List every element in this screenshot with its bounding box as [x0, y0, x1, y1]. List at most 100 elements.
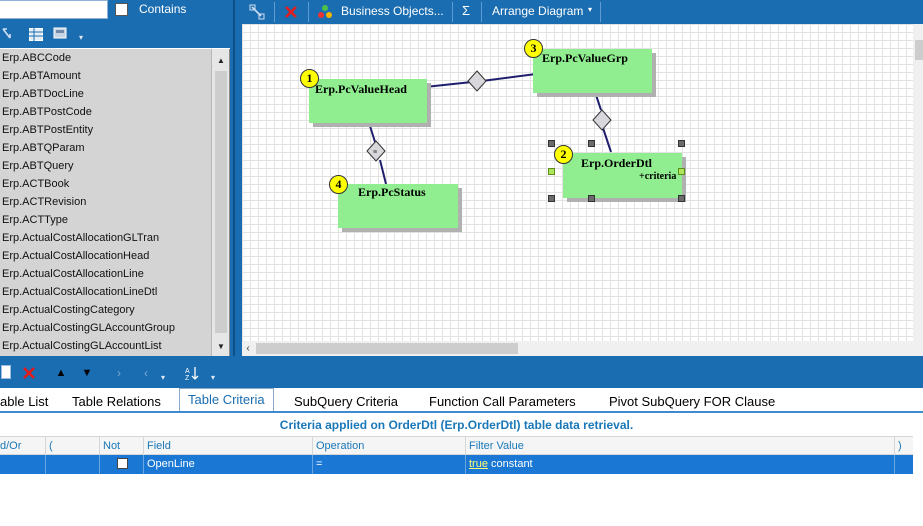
scroll-thumb[interactable]	[215, 71, 227, 333]
entity-pcvaluehead[interactable]: Erp.PcValueHead	[309, 79, 427, 123]
list-item[interactable]: Erp.ABTPostCode	[2, 106, 92, 118]
tab-function-call-parameters[interactable]: Function Call Parameters	[429, 394, 576, 409]
cell-open-paren[interactable]	[45, 455, 99, 474]
list-item[interactable]: Erp.ACTRevision	[2, 196, 87, 208]
diagram-toolbar: Business Objects... Σ Arrange Diagram ▾	[238, 0, 923, 24]
diagram-vertical-scrollbar[interactable]	[913, 24, 923, 341]
outdent-icon[interactable]: ‹	[144, 366, 148, 380]
list-item[interactable]: Erp.ABTQParam	[2, 142, 85, 154]
resize-handle[interactable]	[678, 195, 685, 202]
list-item[interactable]: Erp.ACTType	[2, 214, 69, 226]
criteria-tag: +criteria	[639, 171, 677, 182]
scroll-thumb[interactable]	[915, 40, 923, 60]
list-item[interactable]: Erp.ABTAmount	[2, 70, 81, 82]
move-up-icon[interactable]: ▲	[55, 367, 67, 379]
cell-andor[interactable]	[0, 455, 45, 474]
cell-operation[interactable]: =	[312, 455, 465, 474]
toolbar-separator	[308, 2, 309, 22]
entity-pcvaluegrp[interactable]: Erp.PcValueGrp	[533, 49, 652, 93]
cell-not[interactable]	[99, 455, 143, 474]
list-item[interactable]: Erp.ABTPostEntity	[2, 124, 94, 136]
table-list-scrollbar[interactable]: ▲ ▼	[211, 49, 229, 356]
list-item[interactable]: Erp.ActualCostAllocationHead	[2, 250, 150, 262]
panel-splitter[interactable]	[230, 0, 238, 356]
list-item[interactable]: Erp.ACTBook	[2, 178, 70, 190]
chevron-down-icon[interactable]: ▾	[210, 372, 215, 382]
entity-badge: 4	[329, 175, 348, 194]
svg-text:Z: Z	[185, 375, 190, 381]
table-row[interactable]: OpenLine = true constant	[0, 455, 913, 474]
list-item[interactable]: Erp.ActualCostAllocationLineDtl	[2, 286, 158, 298]
tab-table-criteria[interactable]: Table Criteria	[179, 388, 274, 413]
column-header-open-paren[interactable]: (	[45, 437, 99, 454]
resize-handle[interactable]	[678, 168, 685, 175]
resize-handle[interactable]	[548, 168, 555, 175]
arrange-diagram-button[interactable]: Arrange Diagram	[492, 4, 584, 18]
tab-table-list[interactable]: able List	[0, 394, 49, 409]
entity-badge: 2	[554, 145, 573, 164]
diagram-horizontal-scrollbar[interactable]: ‹	[238, 341, 923, 356]
indent-icon[interactable]: ›	[117, 366, 121, 380]
tab-pivot-subquery-for-clause[interactable]: Pivot SubQuery FOR Clause	[609, 394, 776, 409]
relation-diamond[interactable]	[592, 109, 612, 131]
toolbar-separator	[600, 2, 601, 22]
list-item[interactable]: Erp.ABCCode	[2, 52, 72, 64]
tab-table-relations[interactable]: Table Relations	[72, 394, 161, 409]
entity-name: Erp.PcValueHead	[315, 82, 407, 96]
new-row-icon[interactable]	[0, 364, 12, 380]
relation-diamond[interactable]	[467, 70, 487, 92]
table-grid-icon[interactable]	[28, 26, 44, 42]
cell-filter-value[interactable]: true constant	[465, 455, 894, 474]
diagram-canvas[interactable]: ≡ Erp.PcValueHead 1 Erp.PcValueGrp 3 Erp…	[238, 24, 913, 341]
resize-handle[interactable]	[548, 140, 555, 147]
column-header-andor[interactable]: d/Or	[0, 440, 22, 452]
column-header-operation[interactable]: Operation	[312, 437, 465, 454]
delete-row-icon[interactable]	[20, 364, 38, 382]
cell-field[interactable]: OpenLine	[143, 455, 312, 474]
database-icon[interactable]	[52, 26, 70, 42]
entity-orderdtl[interactable]: Erp.OrderDtl +criteria	[563, 153, 682, 198]
column-header-not[interactable]: Not	[99, 437, 143, 454]
list-item[interactable]: Erp.ABTQuery	[2, 160, 74, 172]
move-down-icon[interactable]: ▼	[81, 367, 93, 379]
toolbar-separator	[481, 2, 482, 22]
resize-handle[interactable]	[588, 140, 595, 147]
sum-icon[interactable]: Σ	[462, 3, 471, 18]
chevron-down-icon[interactable]: ▾	[160, 372, 165, 382]
link-icon[interactable]	[0, 26, 14, 42]
column-header-close-paren[interactable]: )	[894, 437, 913, 454]
scroll-thumb[interactable]	[256, 343, 518, 354]
business-objects-icon[interactable]	[316, 3, 334, 21]
scroll-down-icon[interactable]: ▼	[212, 337, 229, 355]
list-item[interactable]: Erp.ActualCostAllocationGLTran	[2, 232, 160, 244]
list-item[interactable]: Erp.ActualCostingGLAccountGroup	[2, 322, 176, 334]
resize-handle[interactable]	[588, 195, 595, 202]
list-item[interactable]: Erp.ActualCostAllocationLine	[2, 268, 144, 280]
scroll-left-icon[interactable]: ‹	[246, 343, 250, 354]
list-item[interactable]: Erp.ActualCostingCategory	[2, 304, 135, 316]
delete-icon[interactable]	[282, 3, 300, 21]
chevron-down-icon[interactable]: ▾	[78, 32, 83, 42]
criteria-title: Criteria applied on OrderDtl (Erp.OrderD…	[279, 418, 634, 432]
contains-checkbox[interactable]	[115, 3, 128, 16]
resize-handle[interactable]	[678, 140, 685, 147]
resize-handle[interactable]	[548, 195, 555, 202]
contains-label: Contains	[139, 2, 187, 16]
table-search-input[interactable]	[0, 0, 108, 19]
tab-subquery-criteria[interactable]: SubQuery Criteria	[294, 394, 399, 409]
entity-pcstatus[interactable]: Erp.PcStatus	[338, 184, 458, 228]
relation-link-icon[interactable]	[248, 3, 266, 21]
list-item[interactable]: Erp.ActualCostingGLAccountList	[2, 340, 162, 352]
chevron-down-icon[interactable]: ▾	[587, 4, 592, 14]
column-header-field[interactable]: Field	[143, 437, 312, 454]
column-header-filter-value[interactable]: Filter Value	[465, 437, 894, 454]
filter-value-link[interactable]: true	[469, 458, 488, 470]
scroll-up-icon[interactable]: ▲	[212, 51, 229, 69]
cell-close-paren[interactable]	[894, 455, 913, 474]
relation-diamond[interactable]: ≡	[366, 140, 386, 162]
not-checkbox[interactable]	[117, 458, 128, 469]
business-objects-button[interactable]: Business Objects...	[341, 4, 444, 18]
list-item[interactable]: Erp.ABTDocLine	[2, 88, 84, 100]
